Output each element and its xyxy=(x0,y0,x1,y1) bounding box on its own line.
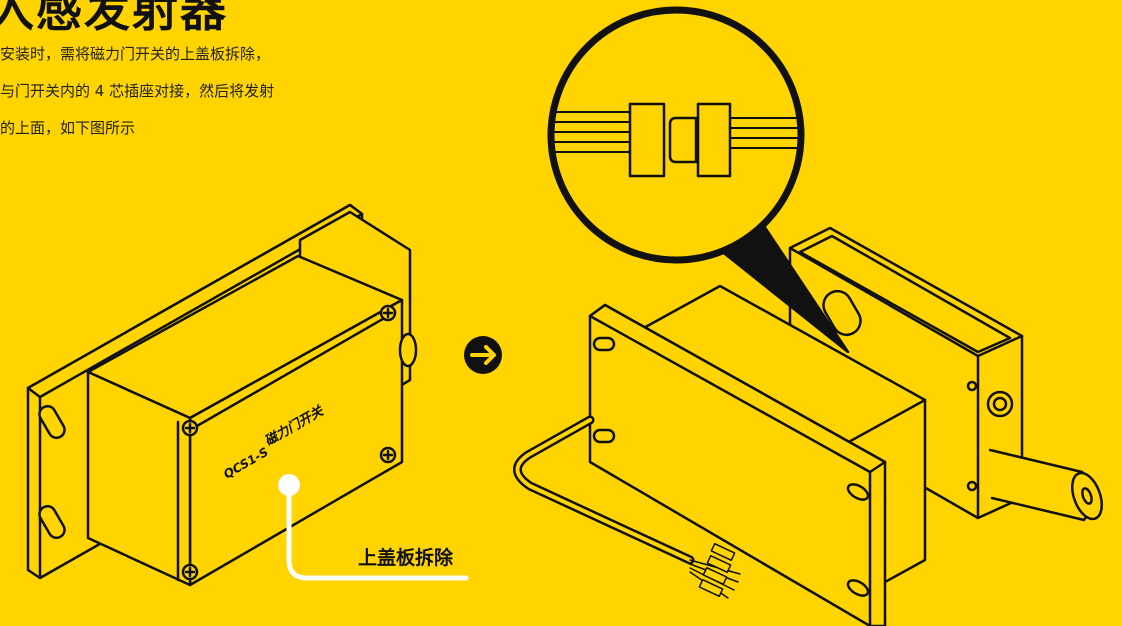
left-door-switch xyxy=(26,203,418,587)
intro-line-2: 与门开关内的 4 芯插座对接，然后将发射 xyxy=(0,82,275,100)
intro-line-3: 的上面，如下图所示 xyxy=(0,119,136,137)
intro-line-1: 安装时，需将磁力门开关的上盖板拆除， xyxy=(0,45,271,63)
left-plate-slot-bottom xyxy=(38,504,66,540)
callout-label: 上盖板拆除 xyxy=(358,547,454,569)
left-plate-slot-top xyxy=(38,404,66,440)
left-box-screws xyxy=(181,304,397,581)
connector-plug-left xyxy=(628,102,666,178)
callout-leader-line xyxy=(286,482,469,581)
connector-zoom-callout xyxy=(547,6,850,354)
arrow-right-circle-icon xyxy=(464,336,502,374)
receiver-slot xyxy=(822,289,862,337)
right-assembly xyxy=(513,226,1103,626)
connector-plug-mid xyxy=(668,116,698,164)
wire-tags xyxy=(689,542,741,599)
page-title: 入感发射器 xyxy=(0,0,228,37)
left-box-side-face xyxy=(86,370,192,587)
callout-marker-dot xyxy=(278,474,300,496)
left-plate-top-edge xyxy=(26,203,364,399)
connector-plug-right xyxy=(696,102,732,178)
intro-paragraph: 安装时，需将磁力门开关的上盖板拆除， 与门开关内的 4 芯插座对接，然后将发射 … xyxy=(0,36,380,147)
